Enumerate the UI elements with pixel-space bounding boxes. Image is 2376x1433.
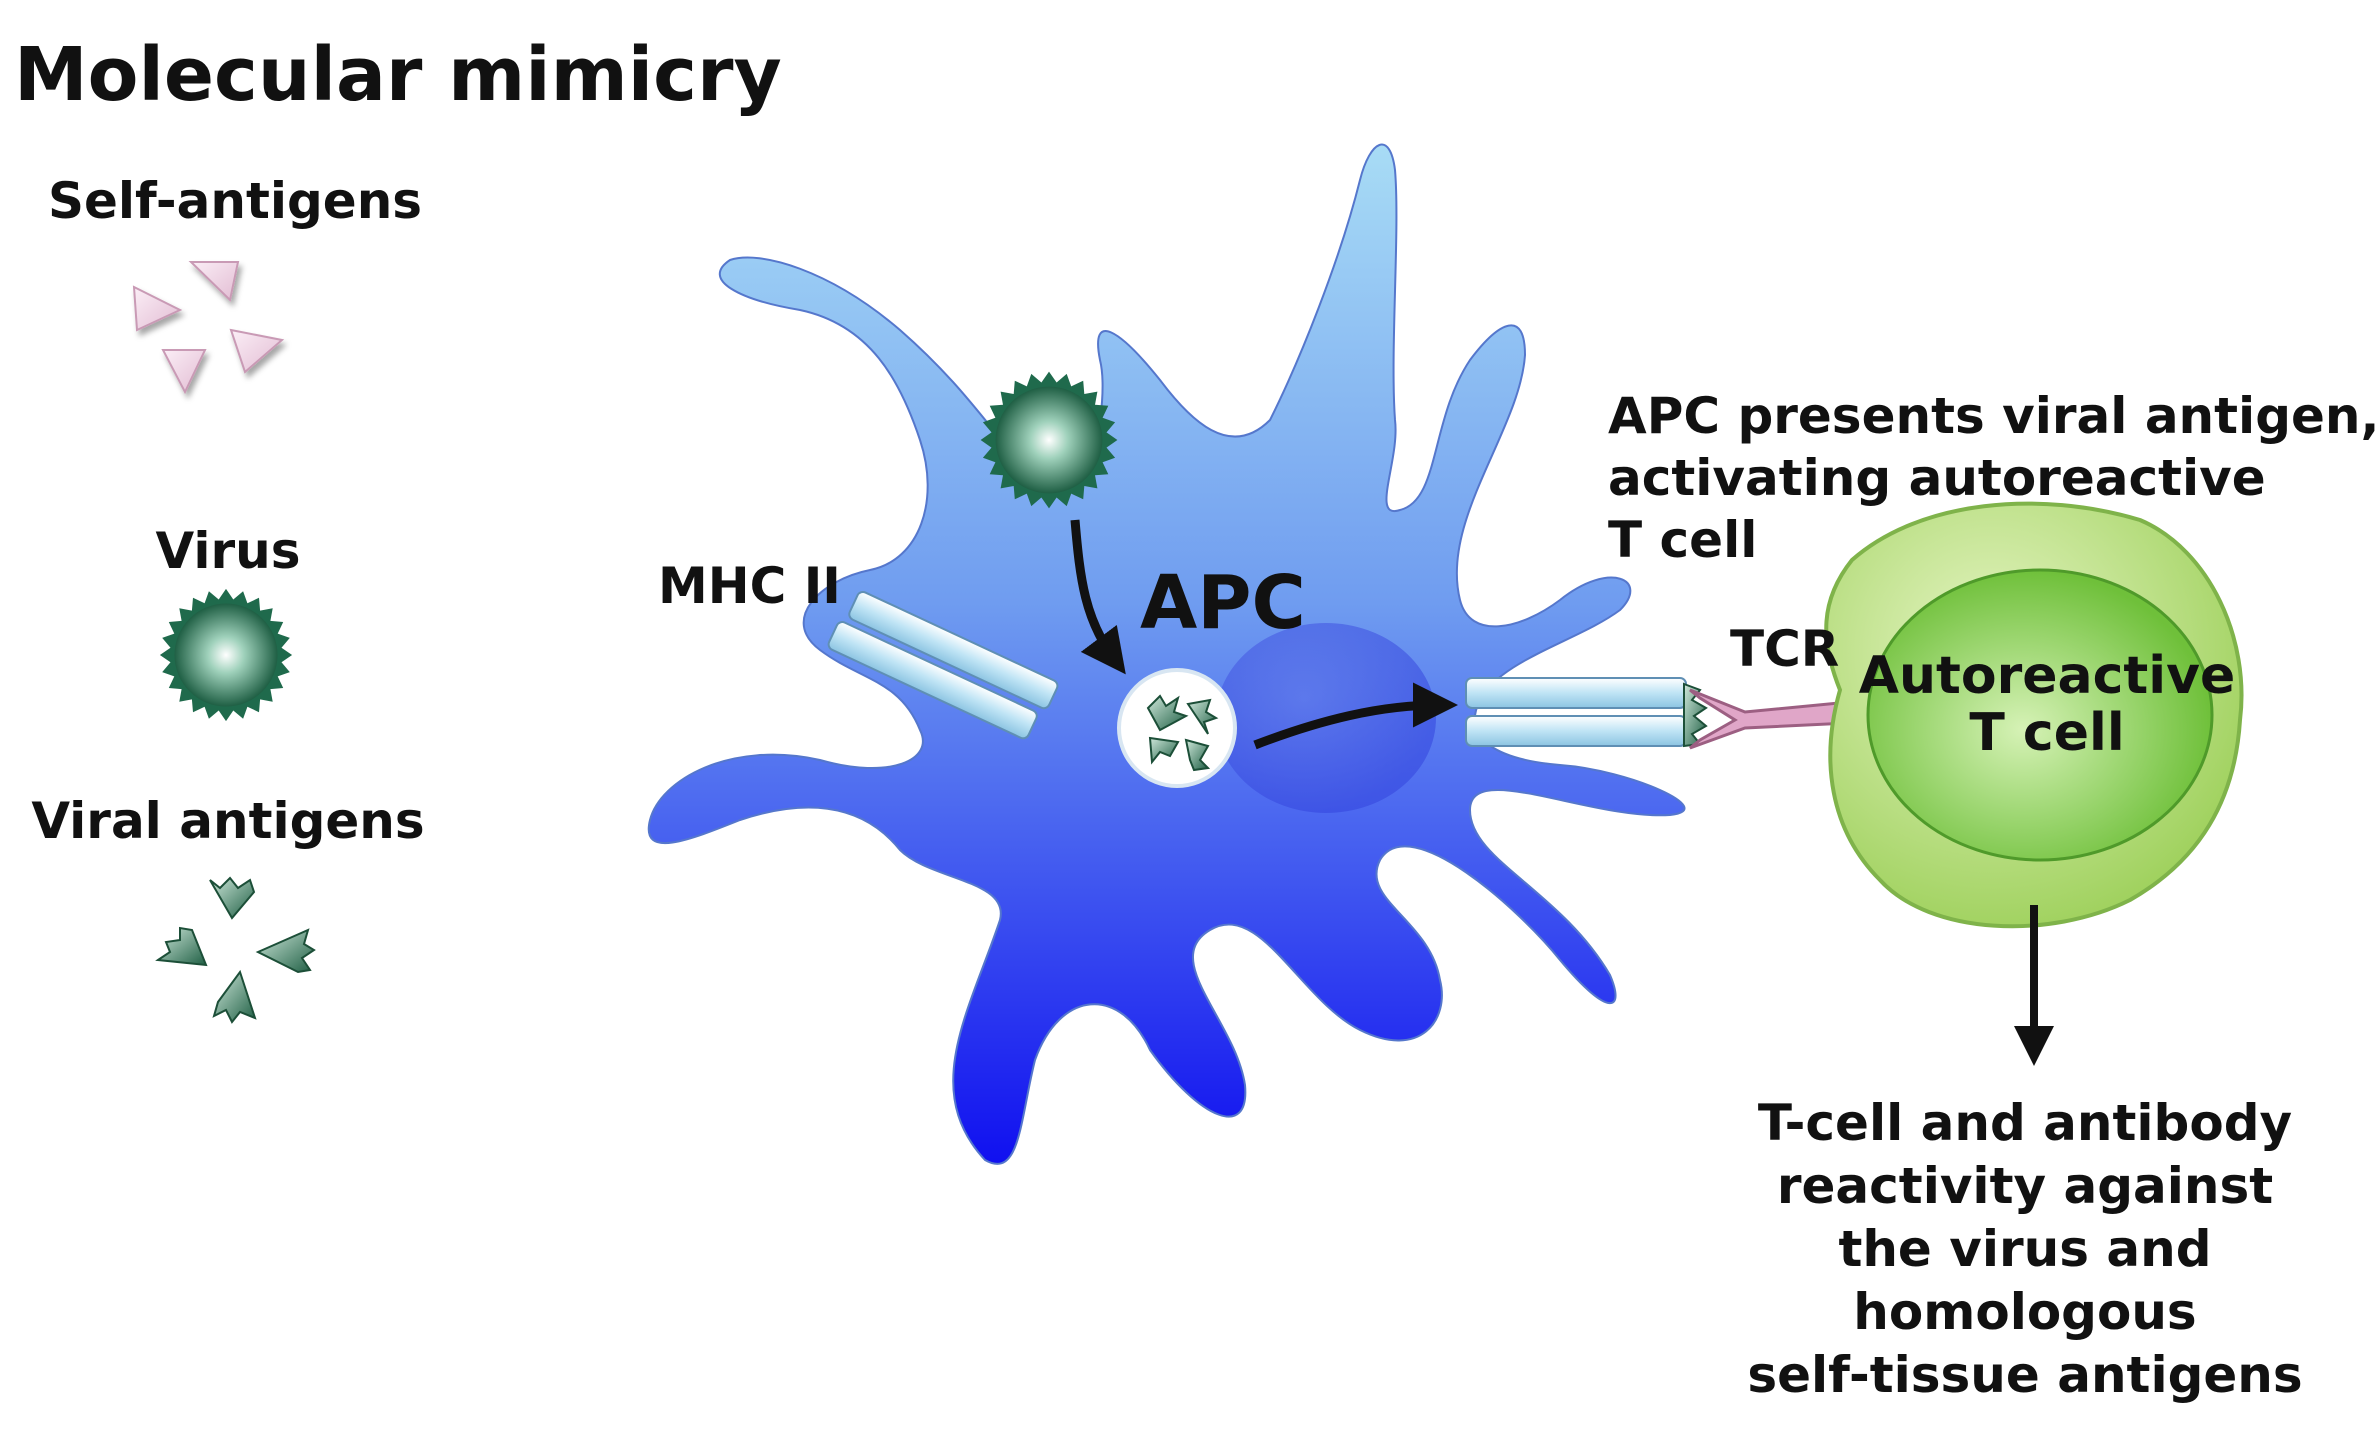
apc-cell-body (647, 143, 1686, 1165)
virus-icon (159, 588, 293, 722)
virus-icon (980, 371, 1118, 509)
caption-outcome-line: the virus and (1838, 1220, 2211, 1278)
viral-antigen-icon (255, 928, 316, 974)
caption-outcome-line: self-tissue antigens (1747, 1346, 2302, 1404)
diagram-title: Molecular mimicry (14, 32, 782, 118)
viral-antigen-icon (1148, 736, 1180, 765)
caption-presents-line: APC presents viral antigen, (1608, 387, 2376, 445)
mhc-ii-presenting-receptor (1465, 677, 1708, 748)
legend-label-virus: Virus (156, 522, 301, 580)
viral-antigen-icon (1146, 694, 1189, 732)
viral-antigen-icon-group (155, 876, 316, 1024)
t-cell-label-line1: Autoreactive (1859, 646, 2236, 706)
caption-presents-line: T cell (1608, 511, 1757, 569)
caption-outcome-line: homologous (1853, 1283, 2196, 1341)
self-antigen-icon (132, 285, 183, 332)
uptake-arrow (1070, 519, 1126, 675)
virus-core (995, 386, 1103, 494)
self-antigen-icon (188, 261, 240, 302)
caption-outcome-line: T-cell and antibody (1758, 1094, 2292, 1152)
presentation-arrow (1253, 682, 1458, 750)
viral-antigen-icon (1184, 738, 1211, 772)
virus-core (174, 603, 278, 707)
caption-outcome: T-cell and antibody reactivity against t… (1747, 1094, 2302, 1404)
apc-label: APC (1140, 560, 1306, 646)
self-antigen-icon (161, 349, 207, 395)
viral-antigen-icon (1186, 698, 1219, 735)
tcr-label: TCR (1730, 620, 1839, 678)
autoreactive-t-cell (1824, 501, 2244, 929)
viral-antigen-icon (155, 926, 208, 967)
tcr-receptor (1689, 688, 1872, 750)
legend-label-self-antigens: Self-antigens (48, 172, 422, 230)
mhc-ii-receptor (827, 590, 1059, 740)
caption-outcome-line: reactivity against (1777, 1157, 2273, 1215)
self-antigen-icon-group (132, 261, 285, 395)
self-antigen-icon (229, 328, 285, 374)
legend-label-viral-antigens: Viral antigens (31, 792, 424, 850)
caption-presents: APC presents viral antigen, activating a… (1608, 387, 2376, 569)
mhc-ii-label: MHC II (658, 557, 841, 615)
caption-presents-line: activating autoreactive (1608, 449, 2266, 507)
viral-antigen-icon (209, 876, 256, 920)
viral-antigen-icon (212, 969, 257, 1024)
t-cell-label-line2: T cell (1969, 703, 2124, 763)
endosome-with-viral-antigens (1117, 668, 1237, 788)
